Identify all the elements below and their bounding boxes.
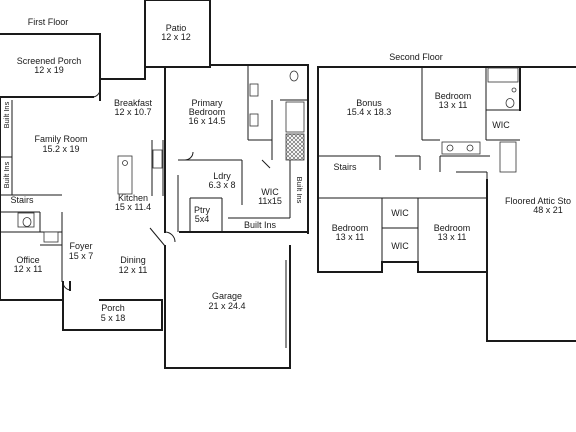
room-name-floored-attic: Floored Attic Sto (505, 196, 571, 206)
room-size-wic-first: 11x15 (258, 196, 282, 206)
room-size-bonus: 15.4 x 18.3 (347, 107, 392, 117)
room-name-kitchen: Kitchen (118, 193, 148, 203)
room-name-garage: Garage (212, 291, 242, 301)
room-size-garage: 21 x 24.4 (208, 301, 245, 311)
room-name-primary-bedroom-line2: Bedroom (189, 107, 226, 117)
room-size-bedroom-lower-left: 13 x 11 (336, 232, 365, 242)
first-floor-room-labels: Patio 12 x 12 Screened Porch 12 x 19 Bre… (2, 23, 304, 323)
room-name-primary-bedroom-line1: Primary (192, 98, 223, 108)
room-name-wic-upper: WIC (492, 120, 510, 130)
built-ins-label: Built Ins (2, 161, 11, 188)
room-size-porch: 5 x 18 (101, 313, 126, 323)
room-size-patio: 12 x 12 (161, 32, 191, 42)
second-floor-plan: Second Floor (317, 52, 576, 342)
room-size-floored-attic: 48 x 21 (533, 205, 563, 215)
room-name-bedroom-lower-right: Bedroom (434, 223, 471, 233)
second-floor-walls (317, 66, 576, 342)
built-ins-label: Built Ins (244, 220, 277, 230)
toilet (289, 70, 299, 82)
room-name-office: Office (16, 255, 39, 265)
room-size-primary-bedroom: 16 x 14.5 (188, 116, 225, 126)
room-name-laundry: Ldry (213, 171, 231, 181)
floor-title: Second Floor (389, 52, 443, 62)
second-floor-room-labels: Bonus 15.4 x 18.3 Bedroom 13 x 11 WIC St… (332, 91, 571, 251)
built-ins-label: Built Ins (295, 177, 304, 204)
room-name-stairs-first: Stairs (10, 195, 34, 205)
room-name-wic-middle-b: WIC (391, 241, 409, 251)
room-name-dining: Dining (120, 255, 146, 265)
first-floor-interior-walls (0, 65, 308, 282)
built-ins-label: Built Ins (2, 101, 11, 128)
room-name-bonus: Bonus (356, 98, 382, 108)
room-name-breakfast: Breakfast (114, 98, 153, 108)
room-name-porch: Porch (101, 303, 125, 313)
shower-tile (285, 133, 305, 161)
first-floor-plan: First Floor (0, 0, 309, 369)
room-name-stairs-second: Stairs (333, 162, 357, 172)
room-name-bedroom-upper-right: Bedroom (435, 91, 472, 101)
first-floor-walls (0, 0, 309, 369)
room-name-wic-middle-a: WIC (391, 208, 409, 218)
room-name-screened-porch: Screened Porch (17, 56, 82, 66)
bathtub (285, 101, 305, 133)
first-floor-doors (62, 89, 194, 291)
room-size-kitchen: 15 x 11.4 (115, 202, 151, 212)
bathtub-upper (487, 67, 519, 83)
room-size-family-room: 15.2 x 19 (42, 144, 79, 154)
room-size-dining: 12 x 11 (119, 265, 148, 275)
room-name-foyer: Foyer (69, 241, 92, 251)
floor-title: First Floor (28, 17, 69, 27)
room-name-family-room: Family Room (34, 134, 87, 144)
room-name-patio: Patio (166, 23, 187, 33)
room-name-bedroom-lower-left: Bedroom (332, 223, 369, 233)
shower-upper (499, 141, 517, 173)
room-size-breakfast: 12 x 10.7 (114, 107, 151, 117)
room-size-bedroom-lower-right: 13 x 11 (438, 232, 467, 242)
room-name-pantry: Ptry (194, 205, 211, 215)
room-size-bedroom-upper-right: 13 x 11 (439, 100, 468, 110)
room-size-foyer: 15 x 7 (69, 251, 94, 261)
second-floor-interior-walls (318, 67, 520, 262)
room-size-laundry: 6.3 x 8 (208, 180, 235, 190)
second-floor-fixtures (441, 67, 519, 173)
room-size-office: 12 x 11 (14, 264, 43, 274)
room-name-wic-first: WIC (261, 187, 279, 197)
kitchen-island (117, 155, 133, 195)
room-size-screened-porch: 12 x 19 (34, 65, 64, 75)
room-size-pantry: 5x4 (195, 214, 210, 224)
first-floor-fixtures (17, 70, 305, 243)
